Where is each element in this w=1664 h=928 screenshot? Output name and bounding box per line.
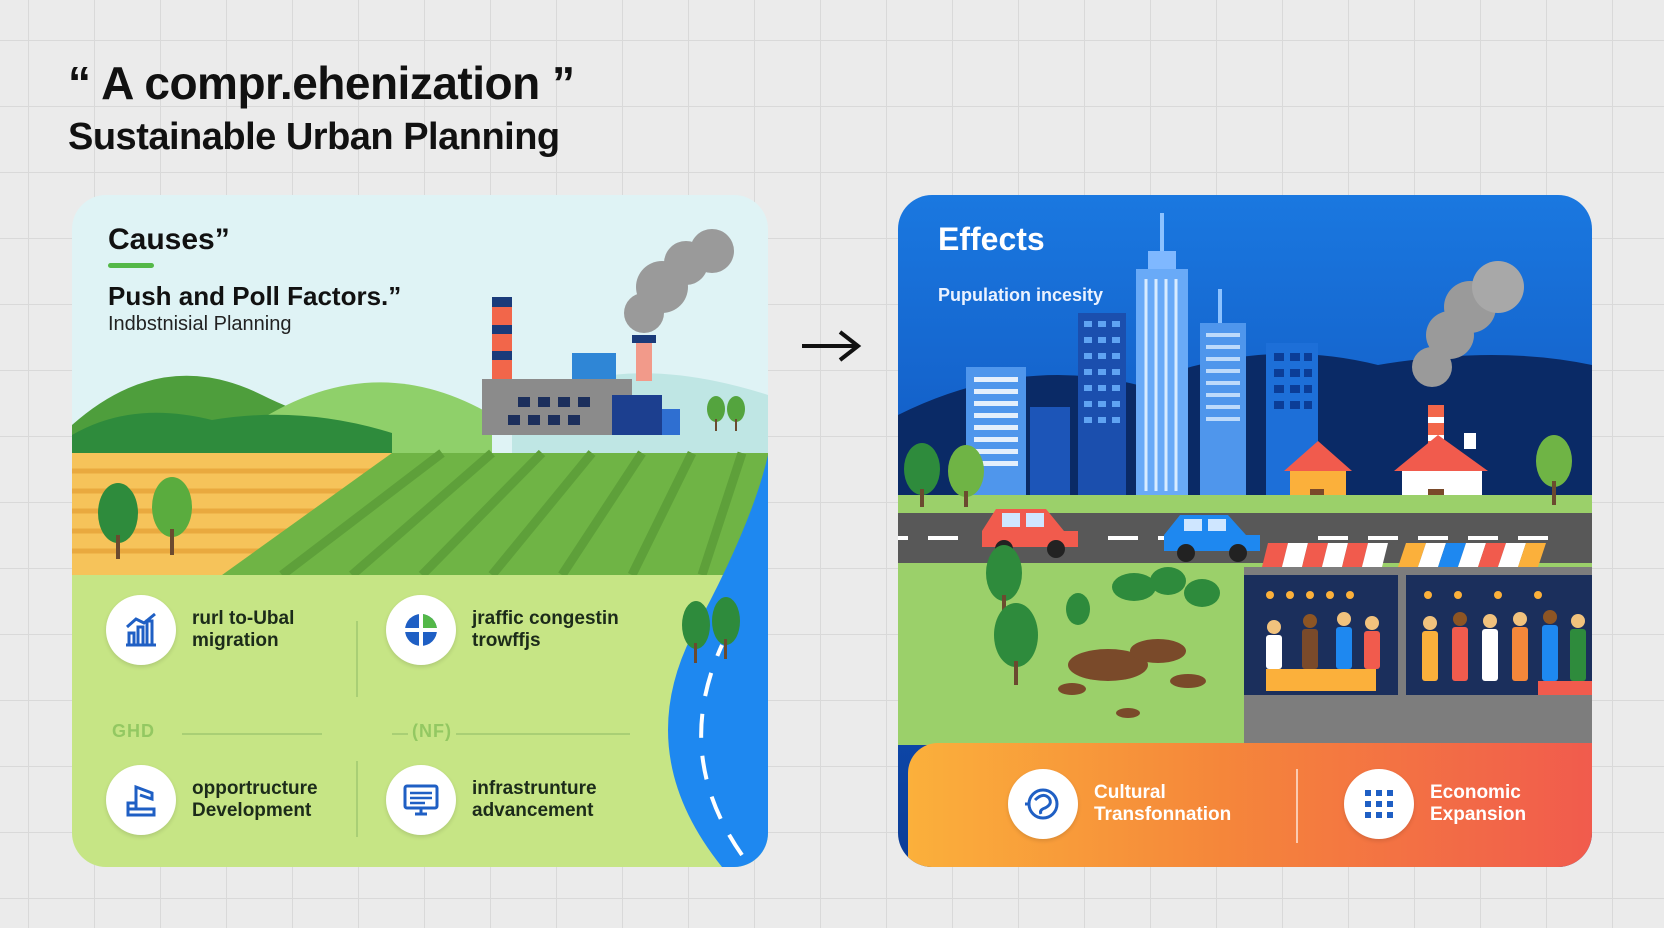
- arrow-right-icon: [802, 330, 862, 362]
- factor-traffic-label: jraffic congestin trowffjs: [472, 608, 619, 651]
- bar-chart-icon: [106, 595, 176, 665]
- rural-industrial-scene: [72, 229, 768, 867]
- causes-subheading: Push and Poll Factors.”: [108, 281, 402, 311]
- causes-subtitle: Indbstnisial Planning: [108, 313, 292, 335]
- grid-icon: [1344, 769, 1414, 839]
- effect-cultural: Cultural Transfonnation: [1008, 769, 1264, 839]
- factor-traffic: jraffic congestin trowffjs: [386, 595, 622, 665]
- urban-city-scene: [898, 213, 1592, 745]
- separator-tag-left: GHD: [112, 721, 155, 741]
- page-subtitle: Sustainable Urban Planning: [68, 116, 560, 158]
- compass-icon: [386, 595, 456, 665]
- factor-divider-top: [356, 621, 358, 697]
- factor-infrastructure-label: infrastrunture advancement: [472, 778, 597, 821]
- causes-panel: Causes” Push and Poll Factors.” Indbstni…: [72, 195, 768, 867]
- factor-divider-mid: [392, 733, 408, 735]
- factor-divider-right: [456, 733, 630, 735]
- effects-factors-strip: Cultural Transfonnation Economic Expansi…: [908, 743, 1592, 867]
- effects-panel: Effects Pupulation incesity Cultural Tra…: [898, 195, 1592, 867]
- effect-cultural-label: Cultural Transfonnation: [1094, 782, 1232, 825]
- globe-icon: [1008, 769, 1078, 839]
- factor-migration-label: rurl to-Ubal migration: [192, 608, 295, 651]
- monitor-icon: [386, 765, 456, 835]
- factor-opportunity-label: opportructure Development: [192, 778, 318, 821]
- music-note-icon: [106, 765, 176, 835]
- causes-heading: Causes”: [108, 223, 230, 256]
- factor-infrastructure: infrastrunture advancement: [386, 765, 622, 835]
- effects-strip-divider: [1296, 769, 1298, 843]
- causes-underline: [108, 263, 154, 268]
- effect-economic: Economic Expansion: [1344, 769, 1592, 839]
- effect-economic-label: Economic Expansion: [1430, 782, 1527, 825]
- effects-heading: Effects: [938, 221, 1045, 257]
- factor-migration: rurl to-Ubal migration: [106, 595, 342, 665]
- factor-divider-bottom: [356, 761, 358, 837]
- separator-tag-right: (NF): [412, 721, 452, 741]
- factor-opportunity: opportructure Development: [106, 765, 342, 835]
- page-title: “ A compr.ehenization ”: [68, 57, 575, 109]
- effects-subheading: Pupulation incesity: [938, 285, 1104, 305]
- factor-divider-left: [182, 733, 322, 735]
